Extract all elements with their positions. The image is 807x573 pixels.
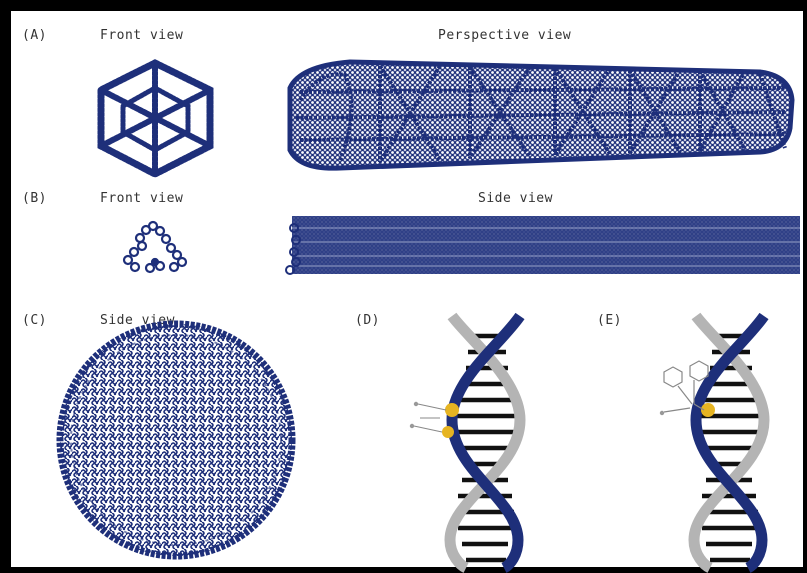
- spherical-cage-side-view-graphic: [60, 324, 292, 556]
- hexagonal-nanotube-perspective-graphic: [290, 62, 792, 168]
- hexagon-front-view-graphic: [101, 63, 210, 174]
- dna-helix-e-graphic: [660, 316, 764, 568]
- triangle-front-view-graphic: [124, 222, 186, 272]
- triangular-nanotube-side-view-graphic: [286, 216, 800, 274]
- dna-helix-d-graphic: [410, 316, 520, 568]
